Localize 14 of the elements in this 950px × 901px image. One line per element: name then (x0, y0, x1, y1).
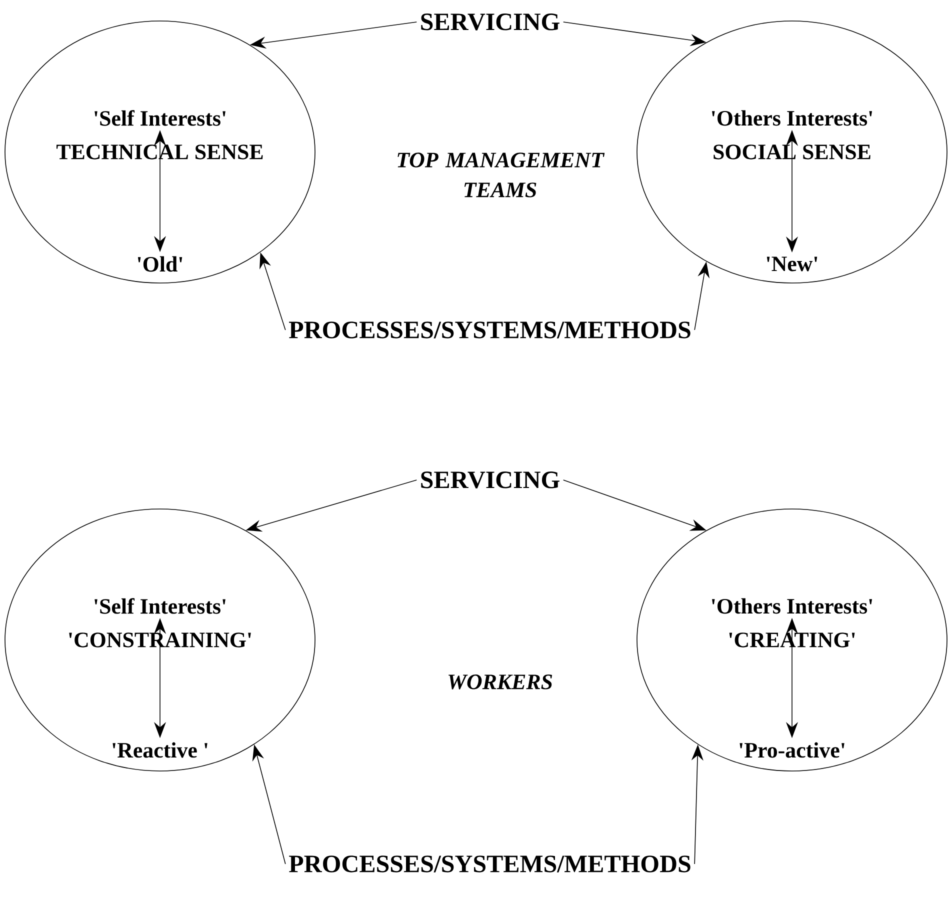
label-text: 'Old' (138, 256, 182, 272)
label-text: 'Reactive ' (112, 742, 208, 758)
team-label: WORKERS (448, 674, 552, 690)
label-text: 'Others Interests' (712, 598, 872, 614)
label-text: 'Pro-active' (740, 742, 844, 758)
label-text: 'New' (766, 256, 818, 272)
heading-text: PROCESSES/SYSTEMS/METHODS (289, 856, 690, 872)
heading-text: SERVICING (421, 14, 560, 30)
label-text: 'Self Interests' (94, 598, 226, 614)
label-text: 'Self Interests' (94, 110, 226, 126)
heading-text: SERVICING (421, 472, 560, 488)
heading-text: PROCESSES/SYSTEMS/METHODS (289, 322, 690, 338)
label-text: 'Others Interests' (712, 110, 872, 126)
team-label: TOP MANAGEMENT TEAMS (398, 152, 605, 198)
